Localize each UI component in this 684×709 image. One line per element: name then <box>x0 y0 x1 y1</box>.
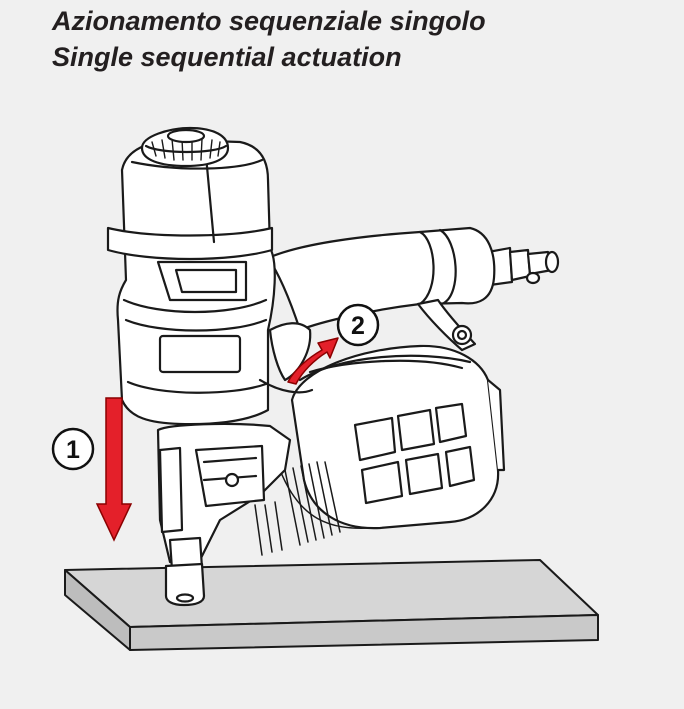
step-2-badge: 2 <box>336 303 380 347</box>
contact-tip <box>164 562 206 607</box>
nail-coil <box>254 461 371 556</box>
air-fitting <box>486 246 560 287</box>
arrow-pull-trigger <box>287 337 339 385</box>
step-1-badge: 1 <box>51 427 95 471</box>
handle <box>266 226 496 332</box>
step-2-number: 2 <box>351 312 365 340</box>
coil-nailer <box>106 126 560 607</box>
title-italian: Azionamento sequenziale singolo <box>52 6 486 36</box>
step-1-number: 1 <box>66 436 80 464</box>
top-cap <box>140 126 230 168</box>
magazine-window <box>353 402 476 505</box>
work-board <box>64 559 599 651</box>
magazine-canister <box>290 344 500 530</box>
arrow-press-down <box>95 397 133 542</box>
title-english: Single sequential actuation <box>52 42 402 72</box>
